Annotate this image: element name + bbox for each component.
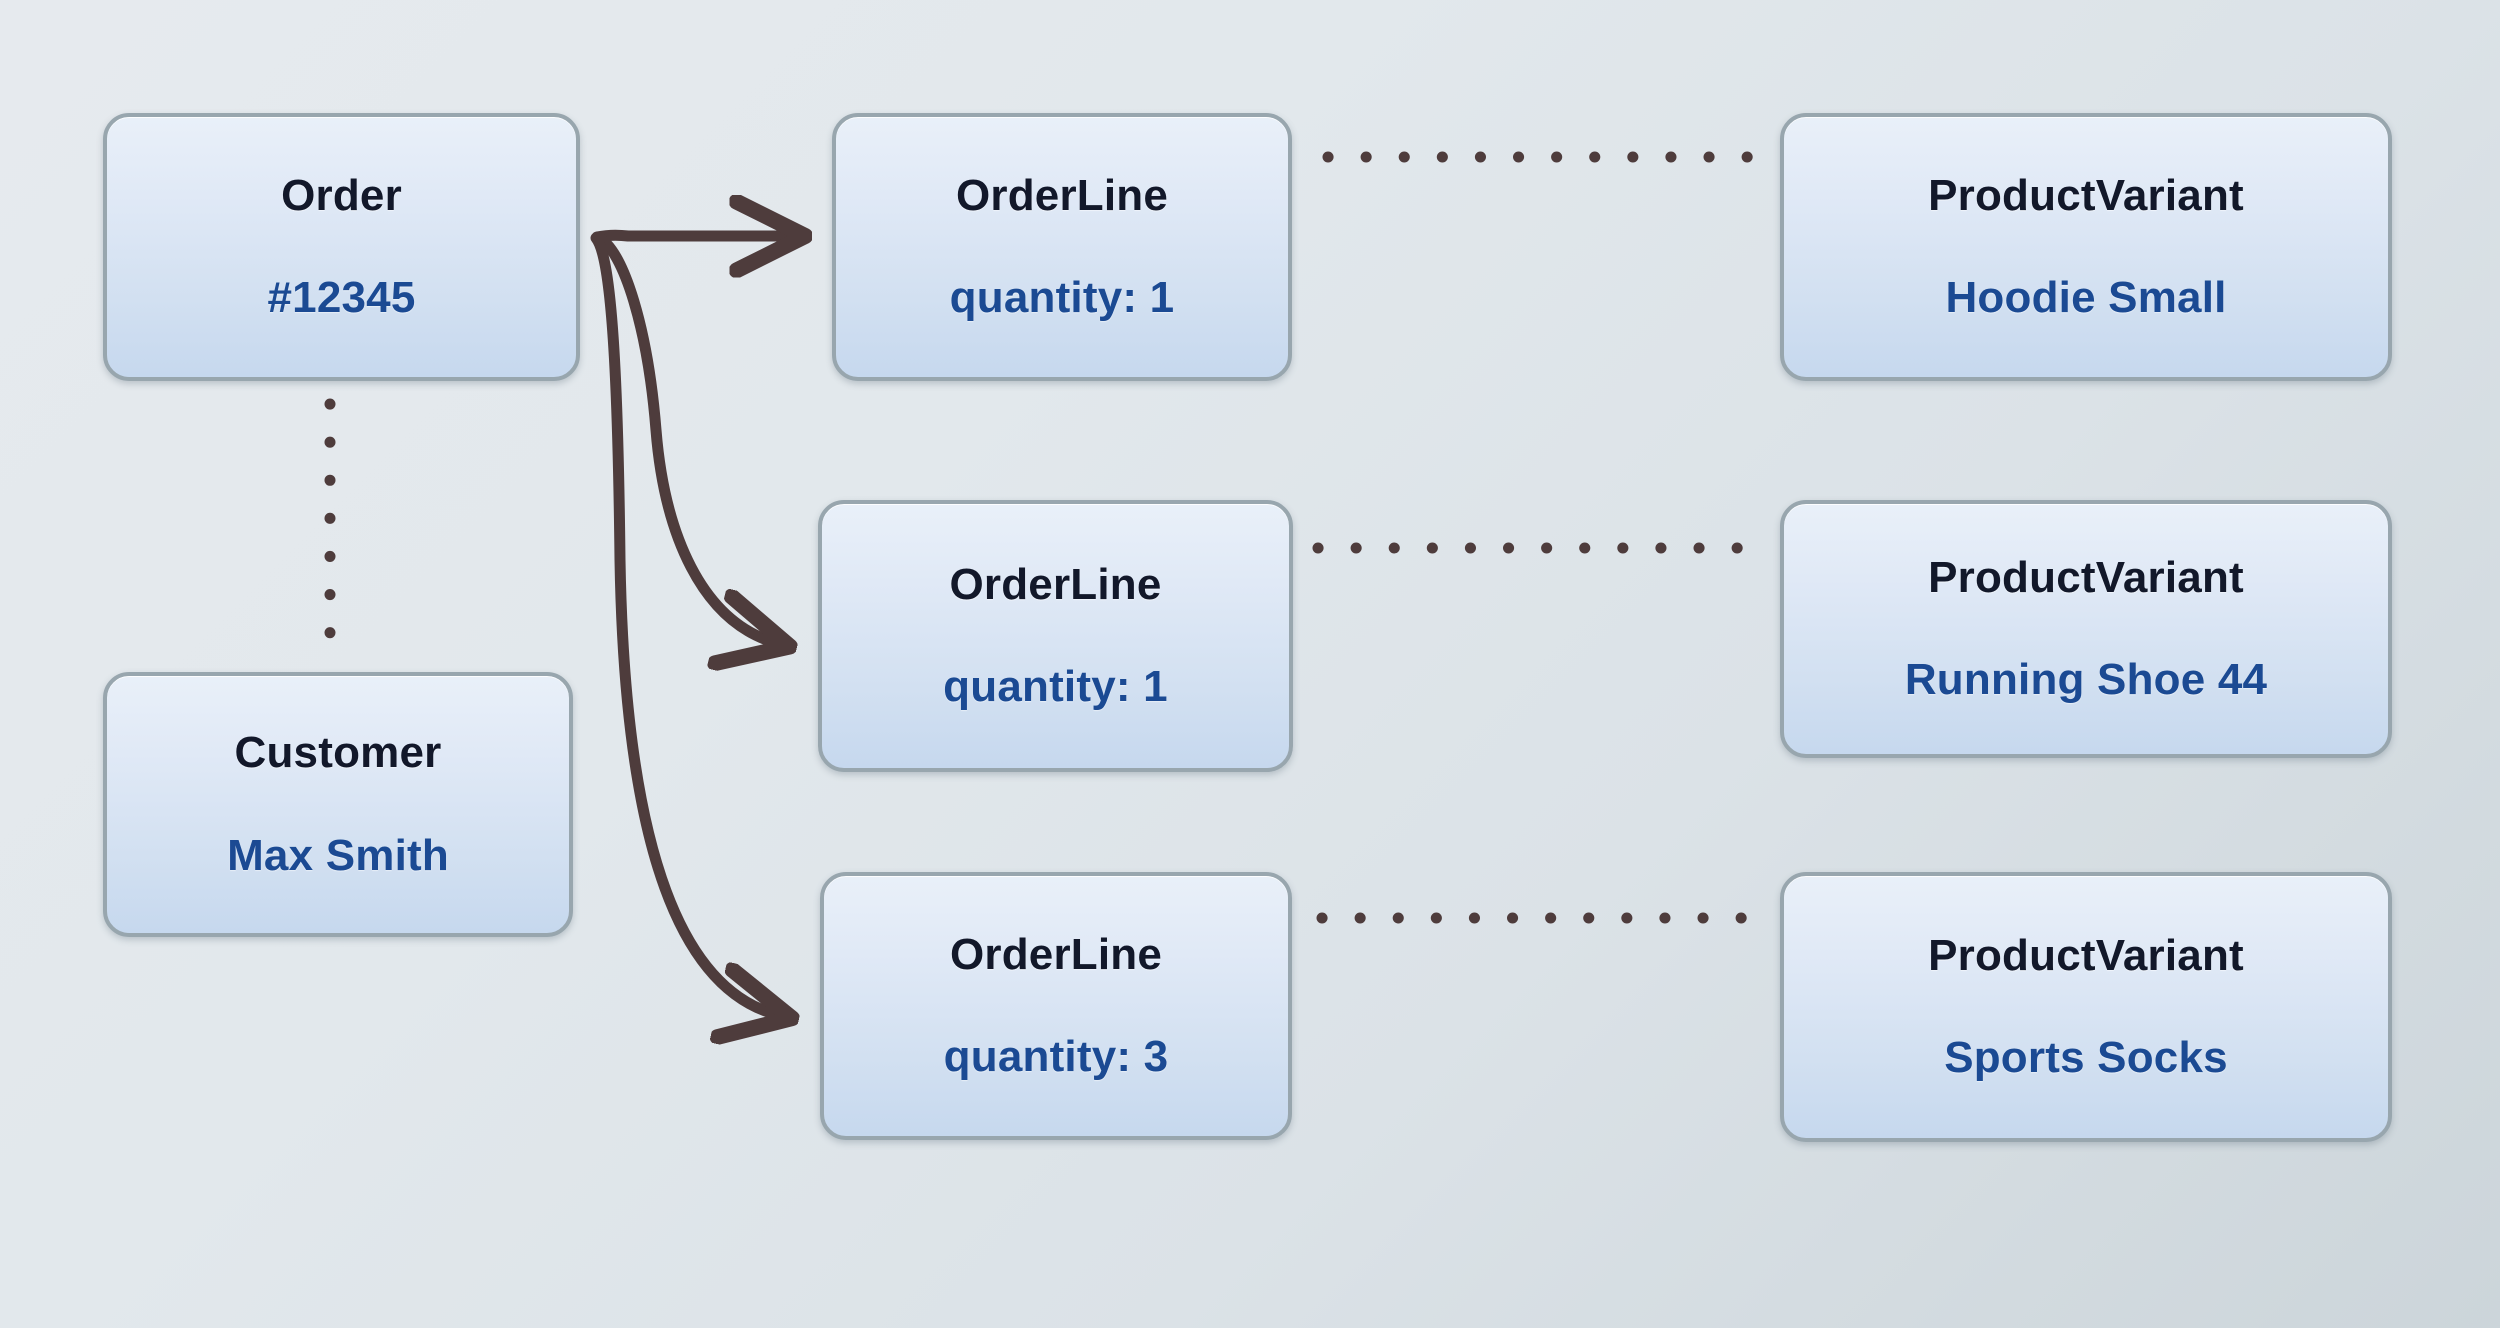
node-customer-title: Customer	[234, 728, 442, 778]
node-customer-subtitle: Max Smith	[227, 830, 449, 880]
node-variant-1[interactable]: ProductVariant Hoodie Small	[1780, 113, 2392, 381]
node-order-subtitle: #12345	[267, 273, 416, 322]
edge-order-to-orderline-1	[591, 235, 795, 237]
node-orderline-1[interactable]: OrderLine quantity: 1	[832, 113, 1292, 381]
node-orderline-2[interactable]: OrderLine quantity: 1	[818, 500, 1293, 772]
node-variant-3-title: ProductVariant	[1928, 930, 2244, 980]
node-variant-2-title: ProductVariant	[1928, 552, 2244, 602]
node-orderline-2-subtitle: quantity: 1	[943, 662, 1168, 711]
node-order[interactable]: Order #12345	[103, 113, 580, 381]
node-orderline-3-title: OrderLine	[949, 929, 1163, 979]
node-variant-1-subtitle: Hoodie Small	[1945, 273, 2227, 322]
node-variant-1-title: ProductVariant	[1928, 170, 2244, 220]
node-orderline-2-title: OrderLine	[949, 559, 1162, 609]
node-orderline-3-subtitle: quantity: 3	[943, 1032, 1169, 1081]
node-orderline-1-title: OrderLine	[955, 170, 1169, 220]
edge-order-to-orderline-3	[590, 232, 782, 1016]
node-orderline-1-subtitle: quantity: 1	[949, 273, 1175, 322]
node-variant-2-subtitle: Running Shoe 44	[1904, 655, 2268, 704]
node-customer[interactable]: Customer Max Smith	[103, 672, 573, 937]
edge-order-to-orderline-2	[592, 231, 780, 644]
node-variant-3[interactable]: ProductVariant Sports Socks	[1780, 872, 2392, 1142]
node-variant-2[interactable]: ProductVariant Running Shoe 44	[1780, 500, 2392, 758]
node-order-title: Order	[281, 170, 402, 220]
node-orderline-3[interactable]: OrderLine quantity: 3	[820, 872, 1292, 1140]
node-variant-3-subtitle: Sports Socks	[1944, 1033, 2228, 1082]
